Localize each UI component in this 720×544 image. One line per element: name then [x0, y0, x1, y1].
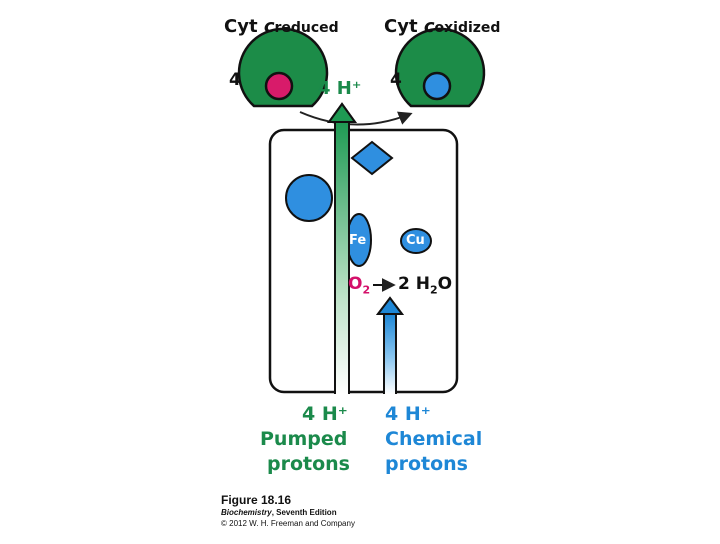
figure-number: Figure 18.16: [221, 493, 292, 507]
pumped-count-label: 4 H⁺: [302, 403, 348, 425]
pumped-line1: Pumped: [260, 428, 348, 450]
chemical-proton-arrow: [376, 296, 404, 394]
water-label: 2 H2O: [398, 274, 453, 297]
cyt-c-reduced-protein: [237, 27, 329, 108]
reaction-label: O2 2 H2O: [348, 274, 452, 296]
top-protons-label: 4 H⁺: [318, 78, 362, 99]
cua-center: [285, 174, 333, 222]
heme-reduced: [264, 71, 294, 101]
cyt-c-oxidized-protein: [394, 27, 486, 108]
cyt-reduced-count: 4: [229, 70, 241, 90]
electron-transfer-arrow: [299, 111, 413, 126]
chemical-count-label: 4 H⁺: [385, 403, 431, 425]
cyt-c-reduced-title: Cyt creduced: [224, 16, 339, 37]
pumped-proton-arrow: [327, 102, 357, 394]
copper-label: Cu: [406, 233, 425, 248]
heme-a-diamond: [350, 140, 394, 176]
book-credit: Biochemistry, Seventh Edition: [221, 508, 337, 517]
cub-copper: [400, 228, 432, 254]
heme-oxidized: [422, 71, 452, 101]
copyright-line: © 2012 W. H. Freeman and Company: [221, 519, 355, 528]
o2-label: O2: [348, 274, 371, 297]
chemical-line2: protons: [385, 453, 468, 475]
chemical-line1: Chemical: [385, 428, 483, 450]
cyt-c-oxidized-title: Cyt coxidized: [384, 16, 501, 37]
cyt-oxidized-count: 4: [390, 70, 402, 90]
pumped-line2: protons: [267, 453, 350, 475]
iron-label: Fe: [349, 233, 367, 248]
